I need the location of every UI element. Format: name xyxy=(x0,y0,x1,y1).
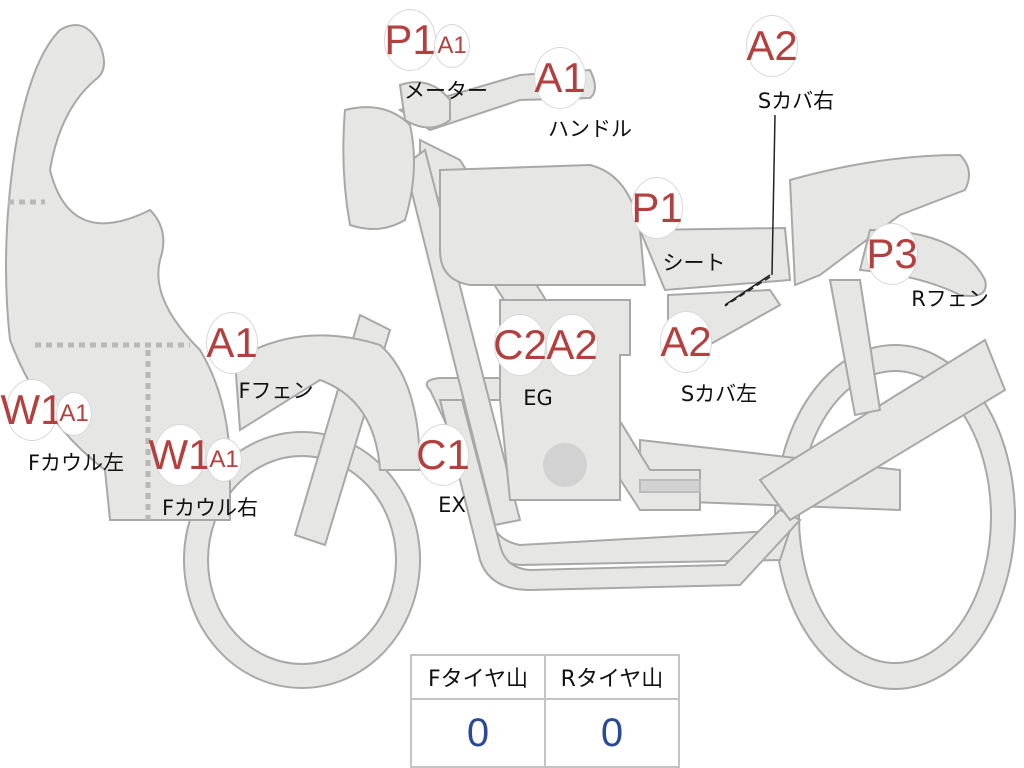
seat-shape xyxy=(638,226,792,292)
badge-seat-p1: P1 xyxy=(631,177,683,239)
badge-meter-p1: P1 xyxy=(384,9,436,71)
badge-side-cover-right-a2: A2 xyxy=(746,15,798,77)
badge-meter-a1: A1 xyxy=(434,24,470,68)
label-exhaust: EX xyxy=(438,493,466,517)
label-meter: メーター xyxy=(404,79,488,103)
badge-front-cowl-left-w1: W1 xyxy=(1,379,64,441)
front-fender-shape xyxy=(233,334,422,471)
badge-engine-c2: C2 xyxy=(493,314,547,376)
tire-tread-table: Fタイヤ山 Rタイヤ山 0 0 xyxy=(410,654,680,768)
label-front-cowl-left: Fカウル左 xyxy=(27,451,125,475)
badge-handle-a1: A1 xyxy=(534,47,586,109)
badge-side-cover-left-a2: A2 xyxy=(660,311,712,373)
headlight xyxy=(342,106,415,230)
label-side-cover-left: Sカバ左 xyxy=(680,382,758,406)
badge-front-cowl-right-a1: A1 xyxy=(206,438,242,482)
label-front-fender: Fフェン xyxy=(238,379,314,403)
tail-cowl xyxy=(788,153,970,287)
label-seat: シート xyxy=(662,251,726,275)
tank xyxy=(439,163,647,286)
badge-engine-a2: A2 xyxy=(546,314,598,376)
label-front-cowl-right: Fカウル右 xyxy=(161,496,259,520)
badge-front-fender-a1: A1 xyxy=(206,312,258,374)
value-front-tire: 0 xyxy=(410,698,546,768)
label-rear-fender: Rフェン xyxy=(911,287,989,311)
badge-front-cowl-left-a1: A1 xyxy=(56,392,92,436)
label-engine: EG xyxy=(523,386,553,410)
header-rear-tire: Rタイヤ山 xyxy=(544,654,680,700)
badge-rear-fender-p3: P3 xyxy=(866,223,918,285)
badge-front-cowl-right-w1: W1 xyxy=(149,424,212,486)
badge-exhaust-c1: C1 xyxy=(416,424,470,486)
header-front-tire: Fタイヤ山 xyxy=(410,654,546,700)
meter-shape xyxy=(398,81,451,129)
value-rear-tire: 0 xyxy=(544,698,680,768)
label-handle: ハンドル xyxy=(548,117,632,141)
rear-shock xyxy=(758,338,1007,522)
label-side-cover-right: Sカバ右 xyxy=(757,89,835,113)
